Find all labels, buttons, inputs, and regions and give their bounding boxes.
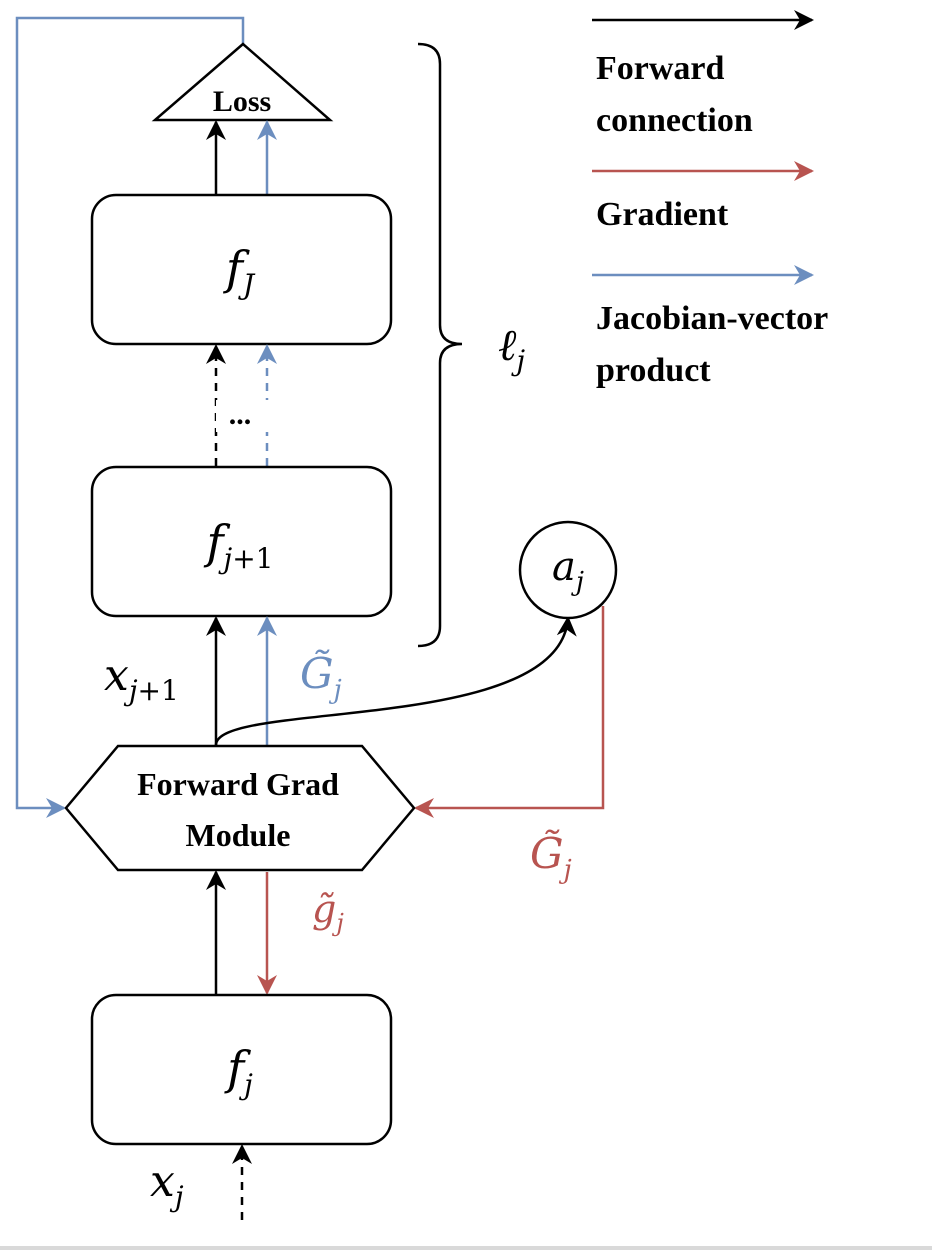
local-loss-label: ℓj — [498, 320, 525, 377]
layers-ellipsis: ... — [229, 398, 252, 431]
legend: Forward connection Gradient Jacobian-vec… — [592, 10, 828, 389]
jvp-feedback-loop — [15, 16, 245, 818]
activation-aj-circle — [518, 520, 618, 620]
loss-scope-brace — [417, 42, 463, 648]
x-j-label: xj — [150, 1156, 184, 1213]
layer-fj-label: fj — [224, 1041, 253, 1101]
legend-forward-label-2: connection — [596, 102, 753, 139]
forward-grad-module: Forward Grad Module — [64, 744, 416, 872]
forward-grad-module-hexagon — [64, 744, 416, 872]
layer-fj1-label: fj+1 — [204, 515, 274, 575]
activation-aj-label: aj — [552, 544, 584, 597]
layer-fJ: fJ — [90, 193, 393, 346]
x-j1-label: xj+1 — [104, 650, 179, 707]
legend-forward-label: Forward — [596, 50, 725, 87]
arrow-module-to-aj — [214, 616, 577, 746]
forward-grad-module-label-2: Module — [186, 817, 291, 853]
layer-fj1: fj+1 — [90, 465, 393, 618]
layer-fj1-box — [90, 465, 393, 618]
loss-triangle — [151, 42, 334, 122]
bottom-rule — [0, 1246, 932, 1250]
g-tilde-small-label: g̃j — [312, 887, 344, 937]
legend-gradient-label: Gradient — [596, 196, 729, 233]
loss-node: Loss — [151, 42, 334, 122]
layer-fj: fj — [90, 993, 393, 1146]
g-tilde-jvp-label: G̃j — [300, 648, 342, 705]
loss-label: Loss — [213, 85, 271, 118]
gradient-aj-to-module — [414, 606, 605, 818]
layer-fJ-box — [90, 193, 393, 346]
legend-jvp-label: Jacobian-vector — [596, 300, 828, 337]
forward-grad-module-label: Forward Grad — [137, 766, 339, 802]
g-tilde-grad-label: G̃j — [530, 828, 572, 885]
legend-jvp-label-2: product — [596, 352, 711, 389]
activation-aj: aj — [518, 520, 618, 620]
